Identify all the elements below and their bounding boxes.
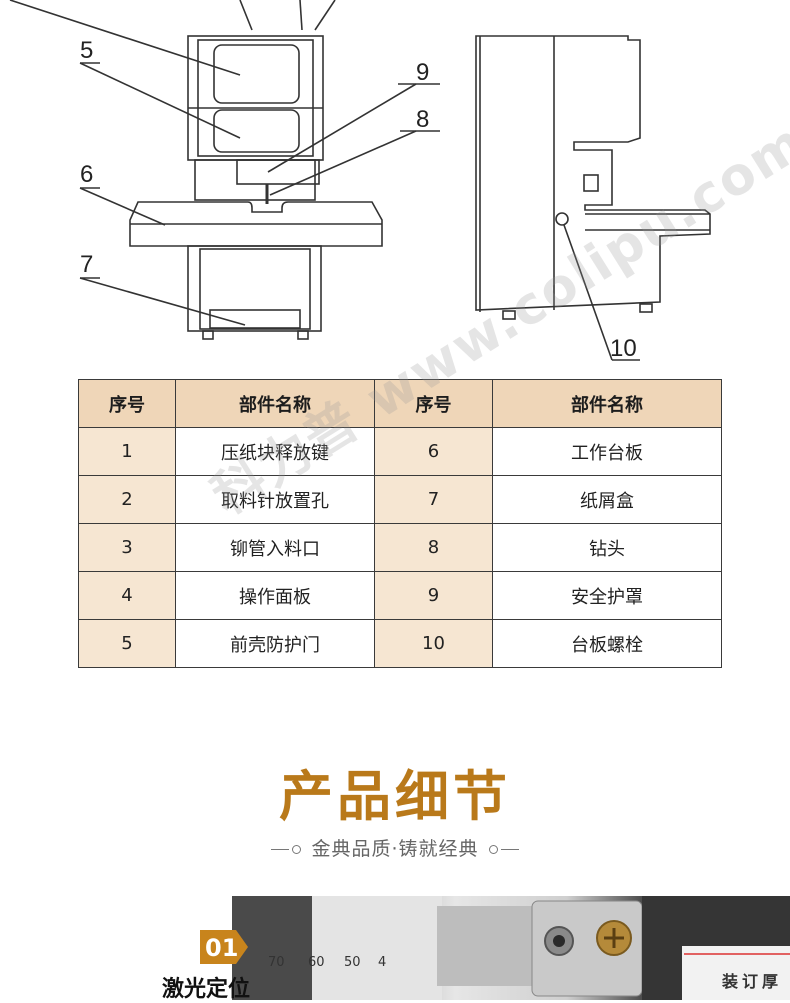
feature-badge-shape: [200, 930, 248, 964]
cell-number: 2: [78, 475, 176, 524]
callout-5: 5: [80, 37, 93, 64]
cell-part-name: 操作面板: [175, 571, 375, 620]
header-number-2: 序号: [374, 379, 493, 428]
cell-part-name: 台板螺栓: [492, 619, 722, 668]
callout-9: 9: [416, 59, 429, 86]
front-middle: [194, 159, 316, 201]
front-window-lower: [213, 109, 300, 153]
cell-number: 4: [78, 571, 176, 620]
safety-guard: [236, 159, 320, 185]
cell-number: 7: [374, 475, 493, 524]
callout-10: 10: [610, 335, 637, 362]
front-window-upper: [213, 44, 300, 104]
subtitle-text: 金典品质·铸就经典: [311, 838, 479, 860]
front-lower-inner: [199, 248, 311, 330]
front-door-frame: [197, 39, 314, 157]
ruler-number: 50: [344, 955, 361, 970]
cell-number: 3: [78, 523, 176, 572]
feature-number: 01: [205, 934, 239, 962]
table-bolt: [555, 212, 569, 226]
work-table: [129, 201, 383, 247]
cell-part-name: 取料针放置孔: [175, 475, 375, 524]
header-number: 序号: [78, 379, 176, 428]
table-row: 4 操作面板 9 安全护罩: [78, 571, 722, 620]
cell-part-name: 前壳防护门: [175, 619, 375, 668]
cell-part-name: 安全护罩: [492, 571, 722, 620]
machine-diagram: 5 6 7 8 9 10: [0, 0, 790, 370]
divider-line-right: [500, 848, 519, 851]
cell-part-name: 纸屑盒: [492, 475, 722, 524]
callout-8: 8: [416, 106, 429, 133]
cell-number: 9: [374, 571, 493, 620]
ruler-number: 70: [268, 955, 285, 970]
table-row: 1 压纸块释放键 6 工作台板: [78, 427, 722, 476]
side-outline: [475, 35, 711, 311]
front-lower-body: [187, 245, 322, 332]
divider-line-left: [271, 848, 290, 851]
cell-part-name: 铆管入料口: [175, 523, 375, 572]
section-subtitle: 金典品质·铸就经典: [0, 834, 790, 861]
table-row: 5 前壳防护门 10 台板螺栓: [78, 619, 722, 668]
header-part-name: 部件名称: [175, 379, 375, 428]
cell-number: 6: [374, 427, 493, 476]
cell-part-name: 压纸块释放键: [175, 427, 375, 476]
cell-number: 10: [374, 619, 493, 668]
header-part-name-2: 部件名称: [492, 379, 722, 428]
detail-photo: [232, 896, 790, 1000]
ring-left: [292, 845, 302, 854]
cell-number: 5: [78, 619, 176, 668]
cell-part-name: 工作台板: [492, 427, 722, 476]
parts-table: 序号 部件名称 序号 部件名称 1 压纸块释放键 6 工作台板 2 取料针放置孔…: [78, 379, 722, 668]
callout-7: 7: [80, 251, 93, 278]
cell-part-name: 钻头: [492, 523, 722, 572]
section-title: 产品细节: [279, 765, 511, 828]
photo-caption-text: 装订厚: [722, 972, 783, 991]
diagram-svg: 5 6 7 8 9 10: [9, 0, 711, 362]
cell-number: 1: [78, 427, 176, 476]
photo-art: [232, 896, 790, 1000]
table-row: 2 取料针放置孔 7 纸屑盒: [78, 475, 722, 524]
callout-6: 6: [80, 161, 93, 188]
ring-right: [488, 845, 498, 854]
cell-number: 8: [374, 523, 493, 572]
feature-label: 激光定位: [162, 977, 251, 1002]
ruler-number: 4: [378, 955, 387, 970]
front-housing: [187, 35, 324, 161]
table-row: 3 铆管入料口 8 钻头: [78, 523, 722, 572]
ruler-number: 60: [308, 955, 325, 970]
table-header-row: 序号 部件名称 序号 部件名称: [78, 379, 722, 428]
scrap-box: [209, 309, 301, 329]
